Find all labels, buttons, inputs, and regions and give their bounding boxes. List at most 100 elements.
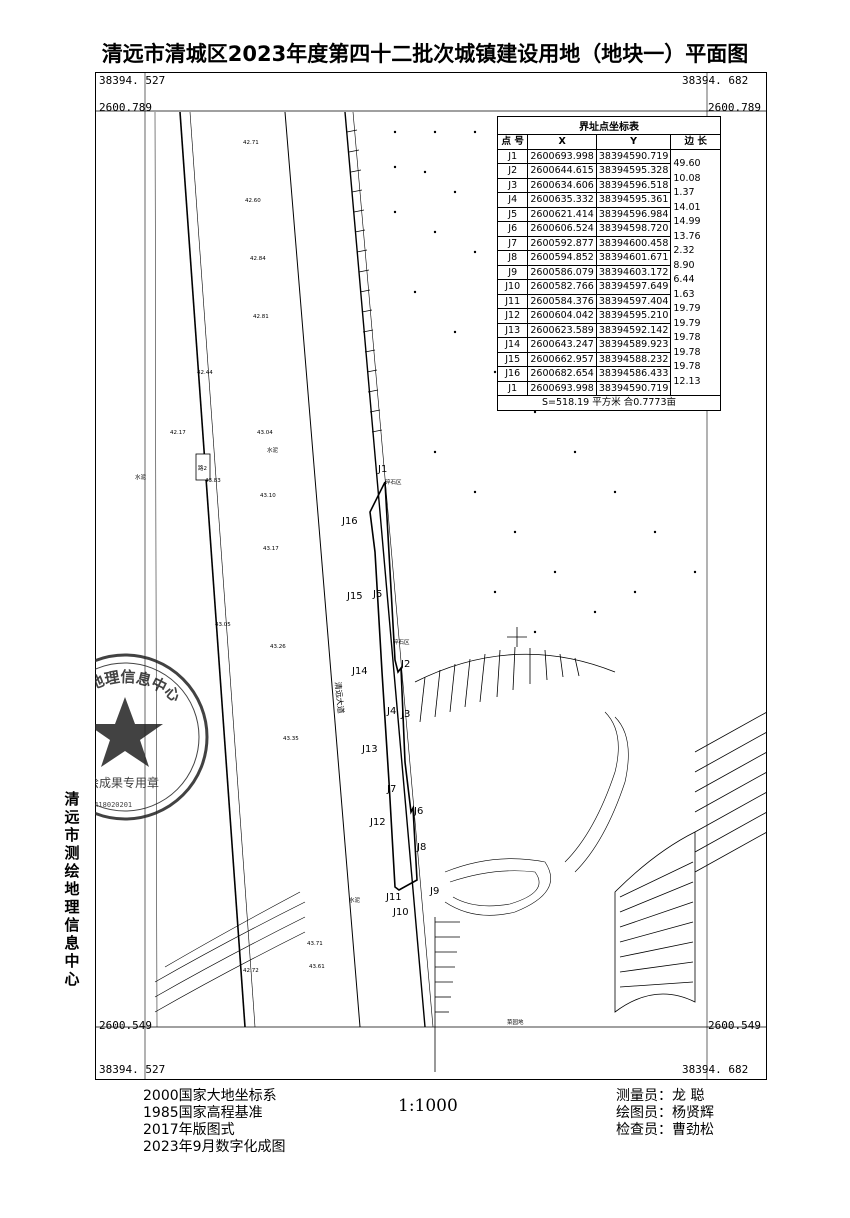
edge-length-cell: 12.13 [670,374,721,389]
survey-seal: 测绘成果专用章 4418020201 清远市测绘地理信息中心 [95,653,209,821]
point-id-cell: J14 [496,337,529,353]
stone-area-label: 碎石区 [385,478,402,486]
table-caption: 界址点坐标表 [497,116,721,134]
road-edge-east [344,111,426,1028]
area-summary: S=518.19 平方米 合0.7773亩 [497,395,721,411]
point-id-cell: J2 [496,163,529,179]
edge-length-cell: 49.60 [670,156,721,171]
point-id-cell: J15 [496,351,529,367]
col-header: Y [595,134,672,150]
corner-right-x-bottom: 2600.549 [708,1019,761,1032]
jpoint-label: J15 [346,591,363,602]
point-id-cell: J5 [496,206,529,222]
point-id-cell: J11 [496,293,529,309]
x-coord-cell: 2600584.376 [527,293,597,309]
edge-length-cell: 1.37 [670,185,721,200]
x-coord-cell: 2600606.524 [527,221,597,237]
y-coord-cell: 38394600.458 [595,235,672,251]
x-coord-cell: 2600586.079 [527,264,597,280]
y-coord-cell: 38394596.984 [595,206,672,222]
corner-left-x-bottom: 2600.549 [99,1019,152,1032]
x-coord-cell: 2600662.957 [527,351,597,367]
y-coord-cell: 38394590.719 [595,148,672,164]
y-coord-cell: 38394590.719 [595,380,672,396]
checker-line: 检查员：曹劲松 [616,1122,714,1138]
road-edge-west [179,111,246,1028]
jpoint-label: J10 [392,907,409,918]
agency-vertical-text: 清远市测绘地理信息中心 [64,790,80,988]
slope-hatching [414,646,767,1072]
footer-left: 2000国家大地坐标系 1985国家高程基准 2017年版图式 2023年9月数… [143,1088,286,1156]
svg-text:42.17: 42.17 [170,430,186,436]
svg-text:43.61: 43.61 [309,964,325,970]
x-coord-cell: 2600635.332 [527,192,597,208]
x-coord-cell: 2600623.589 [527,322,597,338]
x-coord-cell: 2600644.615 [527,163,597,179]
map-title: 清远市清城区2023年度第四十二批次城镇建设用地（地块一）平面图 [101,42,749,66]
cement-label: 水泥 [349,896,361,904]
edge-length-cell: 10.08 [670,171,721,186]
edge-length-cell: 19.79 [670,316,721,331]
edge-length-cell: 19.79 [670,301,721,316]
svg-text:43.26: 43.26 [270,644,286,650]
footer-line: 1985国家高程基准 [143,1105,263,1121]
seal-center-text: 测绘成果专用章 [95,775,159,790]
corner-top-right-y: 38394. 682 [682,74,749,87]
y-coord-cell: 38394592.142 [595,322,672,338]
point-id-cell: J13 [496,322,529,338]
edge-length-cell: 6.44 [670,272,721,287]
svg-text:42.60: 42.60 [245,198,261,204]
point-id-cell: J4 [496,192,529,208]
corner-bottom-right-y: 38394. 682 [682,1063,749,1076]
jpoint-label: J2 [400,659,410,670]
y-coord-cell: 38394588.232 [595,351,672,367]
edge-length-cell: 19.78 [670,359,721,374]
svg-text:43.05: 43.05 [215,622,231,628]
point-id-cell: J7 [496,235,529,251]
jpoint-label: J9 [429,886,439,897]
pole-label: 路2 [198,464,207,472]
y-coord-cell: 38394598.720 [595,221,672,237]
corner-top-left-y: 38394. 527 [99,74,166,87]
edge-length-cell: 14.99 [670,214,721,229]
table-header-row: 点 号 X Y 边 长 [496,134,721,150]
x-coord-cell: 2600693.998 [527,380,597,396]
jpoint-label: J16 [341,516,358,527]
edge-length-cell: 8.90 [670,258,721,273]
jpoint-label: J5 [372,589,382,600]
svg-text:43.83: 43.83 [205,478,221,484]
jpoint-label: J3 [400,709,410,720]
y-coord-cell: 38394595.361 [595,192,672,208]
footer-line: 2000国家大地坐标系 [143,1088,277,1104]
point-id-cell: J1 [496,380,529,396]
x-coord-cell: 2600643.247 [527,337,597,353]
edge-length-cell: 19.78 [670,330,721,345]
svg-text:43.17: 43.17 [263,546,279,552]
edge-length-cell: 13.76 [670,229,721,244]
y-coord-cell: 38394597.404 [595,293,672,309]
svg-text:43.04: 43.04 [257,430,273,436]
stone-area-label: 碎石区 [393,638,410,646]
edge-length-cell: 14.01 [670,200,721,215]
footer-line: 2023年9月数字化成图 [143,1139,286,1155]
contour-lines [154,711,629,1013]
jpoint-label: J1 [377,464,387,475]
surveyor-line: 测量员：龙 聪 [616,1088,705,1104]
vegetable-plot-label: 菜园地 [507,1018,524,1026]
jpoint-label: J14 [351,666,368,677]
x-coord-cell: 2600634.606 [527,177,597,193]
point-id-cell: J16 [496,366,529,382]
y-coord-cell: 38394603.172 [595,264,672,280]
